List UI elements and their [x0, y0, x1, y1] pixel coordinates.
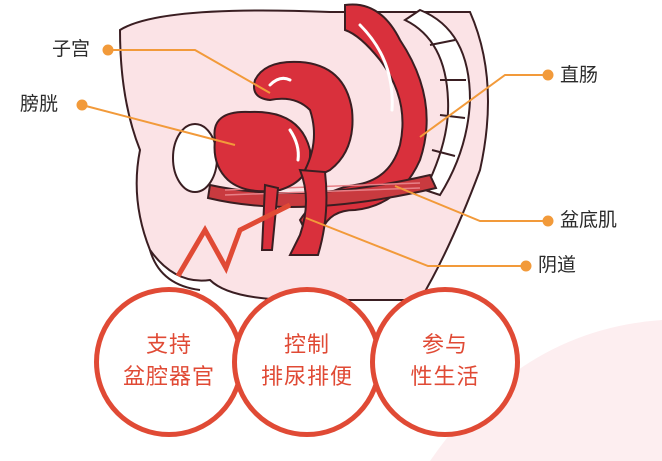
label-rectum: 直肠 — [560, 64, 599, 86]
function-line1: 控制 — [283, 333, 330, 359]
function-line2: 性生活 — [410, 365, 480, 390]
label-vagina: 阴道 — [538, 254, 577, 276]
function-line1: 支持 — [145, 333, 192, 359]
sacrum-bones — [402, 8, 472, 197]
body-outline-leg — [149, 249, 201, 291]
label-bladder: 膀胱 — [20, 93, 59, 115]
zigzag-connector — [175, 202, 292, 278]
vagina-shape — [288, 168, 328, 256]
bottom-right-pink-shape — [430, 320, 662, 461]
function-circle-control: 控制 排尿排便 — [232, 287, 382, 437]
function-line2: 排尿排便 — [260, 365, 353, 390]
function-circle-sexual: 参与 性生活 — [370, 287, 520, 437]
label-uterus: 子宫 — [52, 38, 91, 60]
uterus-shape — [253, 60, 354, 177]
function-circle-support: 支持 盆腔器官 — [94, 287, 244, 437]
function-line1: 参与 — [421, 333, 468, 359]
leader-lines — [76, 44, 554, 272]
label-pelvic-floor: 盆底肌 — [560, 209, 618, 231]
function-line2: 盆腔器官 — [122, 365, 215, 390]
bladder-shape — [213, 110, 312, 193]
